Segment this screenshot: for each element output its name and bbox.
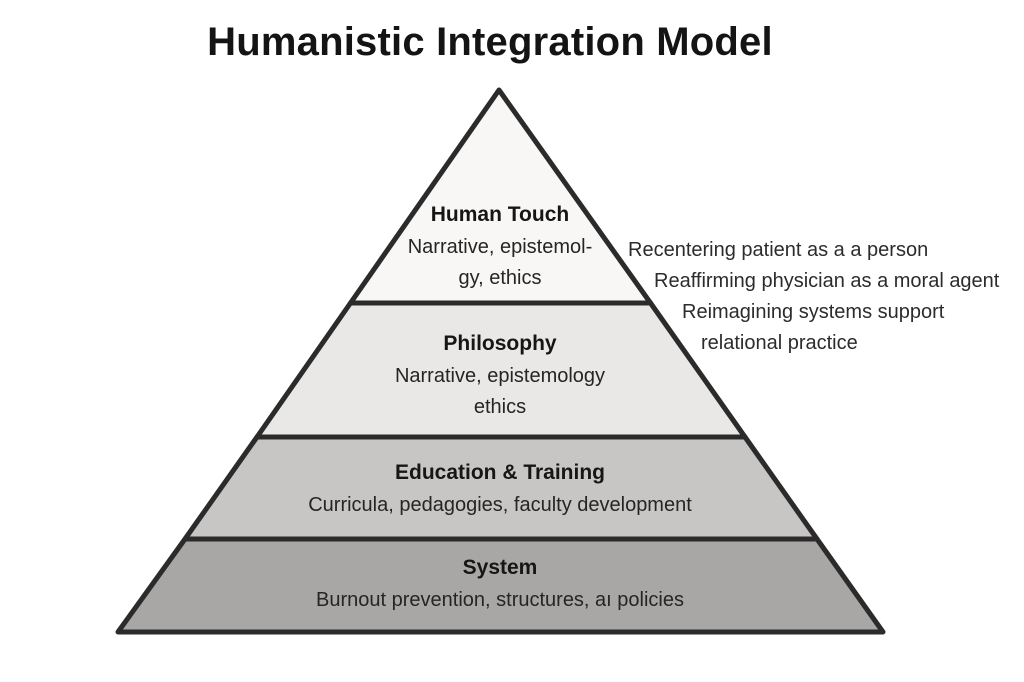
- tier-heading-education-training: Education & Training: [394, 461, 605, 484]
- tier-label-philosophy: Philosophy Narrative, epistemology ethic…: [0, 330, 1000, 423]
- annotation-line-reaffirming: Reaffirming physician as a moral agent: [654, 270, 1000, 292]
- annotation-line-reimagining: Reimagining systems support: [682, 301, 945, 323]
- tier-heading-system: System: [462, 556, 538, 579]
- diagram-title: Humanistic Integration Model: [207, 20, 773, 64]
- tier-heading-philosophy: Philosophy: [443, 332, 557, 355]
- tier-heading-human-touch: Human Touch: [430, 203, 570, 226]
- tier-subtext-human-touch: Narrative, epistemol- gy, ethics: [0, 232, 1000, 294]
- tier-subtext-line: Narrative, epistemol-: [407, 236, 593, 258]
- tier-label-system: System Burnout prevention, structures, a…: [0, 554, 1000, 616]
- tier-shape-human-touch: [348, 87, 653, 306]
- tier-subtext-system: Burnout prevention, structures, aı polic…: [0, 585, 1000, 616]
- tier-subtext-philosophy: Narrative, epistemology ethics: [0, 361, 1000, 423]
- annotation-line-recentering: Recentering patient as a a person: [628, 239, 929, 261]
- tier-subtext-line: Curricula, pedagogies, faculty developme…: [308, 494, 692, 516]
- tier-label-human-touch: Human Touch Narrative, epistemol- gy, et…: [0, 201, 1000, 294]
- tier-subtext-line: Narrative, epistemology: [394, 365, 606, 387]
- tier-subtext-line: gy, ethics: [458, 267, 542, 289]
- annotation-line-relational-practice: relational practice: [701, 332, 858, 354]
- tier-label-education-training: Education & Training Curricula, pedagogi…: [0, 459, 1000, 521]
- tier-subtext-line: ethics: [473, 396, 527, 418]
- tier-subtext-education-training: Curricula, pedagogies, faculty developme…: [0, 490, 1000, 521]
- tier-subtext-line: Burnout prevention, structures, aı polic…: [316, 589, 684, 611]
